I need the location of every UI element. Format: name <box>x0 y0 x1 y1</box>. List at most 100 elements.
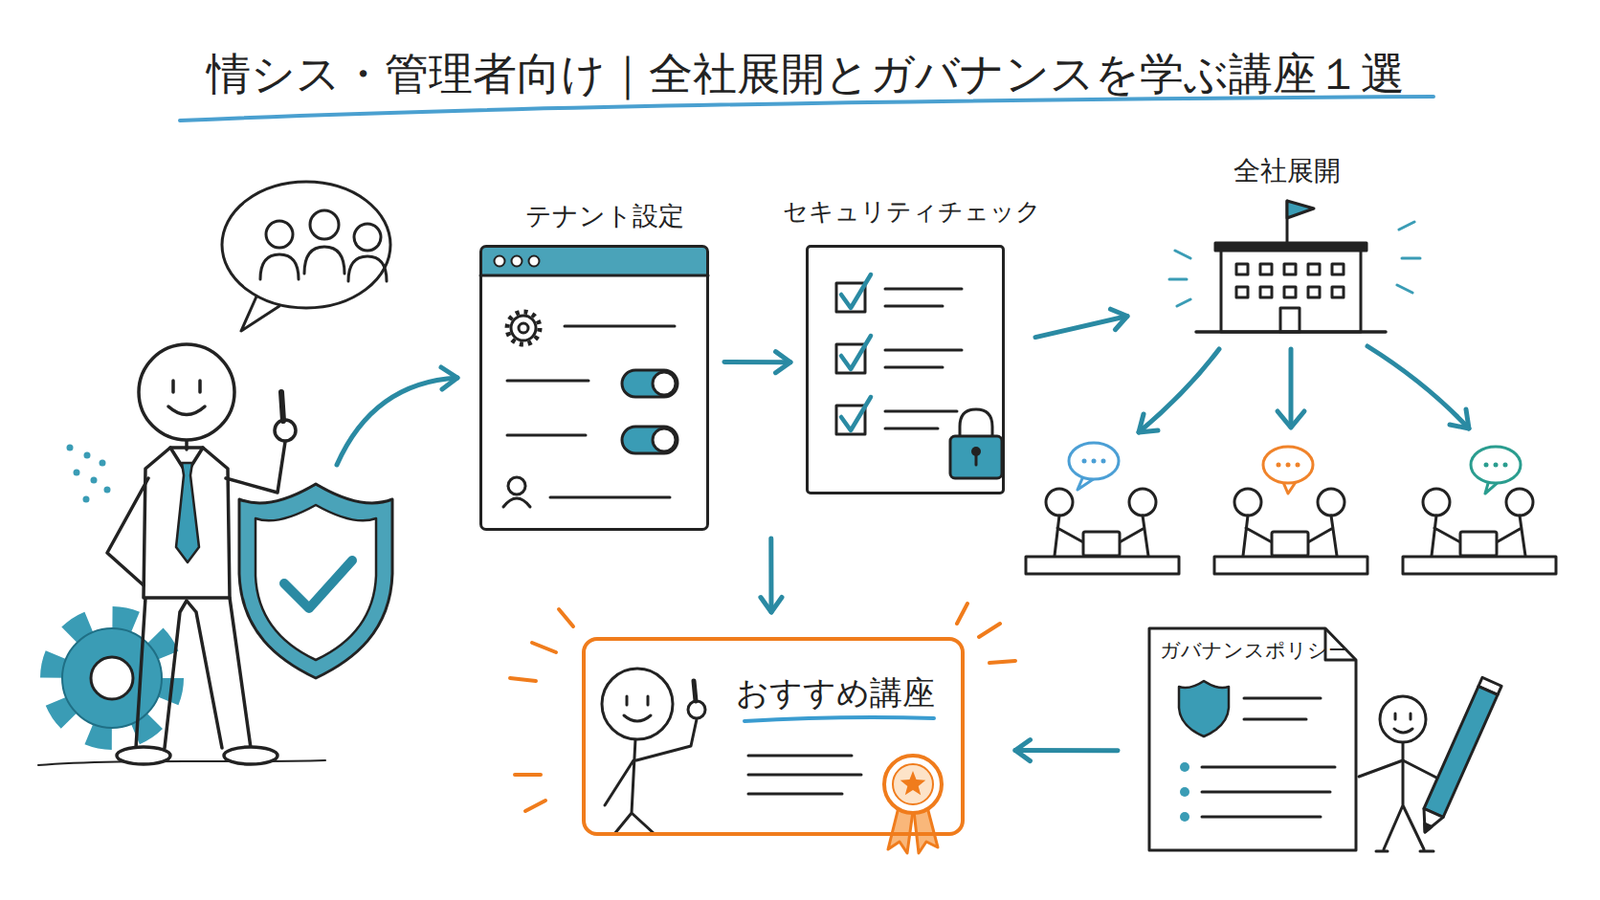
award-medal <box>900 771 927 796</box>
team-speech-bubble <box>348 256 387 282</box>
decor-dots <box>84 452 91 460</box>
admin-figure <box>173 380 200 393</box>
gear-icon <box>52 619 172 738</box>
company-building <box>1332 287 1344 298</box>
node-label: おすすめ講座 <box>720 673 951 713</box>
pencil-icon <box>1415 677 1502 837</box>
chat-bubble <box>1068 443 1119 480</box>
meeting-group <box>1025 488 1179 575</box>
admin-figure <box>223 747 278 765</box>
node-label: 全社展開 <box>1172 155 1402 188</box>
highlight-rays <box>510 609 574 682</box>
chat-bubble <box>1276 463 1282 468</box>
company-building <box>1236 287 1248 298</box>
checklist-detail <box>975 453 978 466</box>
team-speech-bubble <box>354 223 381 251</box>
flow-connector <box>724 352 791 374</box>
chat-bubble <box>1493 463 1499 468</box>
chat-bubble <box>1068 443 1521 494</box>
admin-figure <box>135 598 251 749</box>
decor-dots <box>99 460 107 467</box>
diagram-title: 情シス・管理者向け｜全社展開とガバナンスを学ぶ講座１選 <box>183 47 1428 101</box>
writer-figure <box>1358 760 1441 780</box>
branch-arrows <box>1367 346 1469 429</box>
chat-bubble <box>1503 463 1509 468</box>
flow-arrow-decor <box>336 377 458 466</box>
security-shield <box>284 560 353 609</box>
branch-arrows <box>1138 414 1158 433</box>
writer-figure <box>1358 677 1502 852</box>
chat-bubble <box>1286 463 1291 468</box>
admin-figure <box>107 478 149 586</box>
course-card-detail <box>601 668 673 740</box>
node-label: テナント設定 <box>461 200 749 232</box>
document-outline <box>1149 628 1356 851</box>
company-building <box>1280 308 1300 333</box>
meeting-group <box>1214 488 1368 575</box>
settings-window-detail <box>652 372 676 396</box>
title-underline <box>179 96 1434 121</box>
arrow-head <box>1015 740 1030 762</box>
flow-connector <box>760 538 782 613</box>
policy-document: ガバナンスポリシー <box>1148 627 1357 852</box>
arrow-head <box>1110 309 1128 331</box>
admin-figure <box>143 447 230 599</box>
team-speech-bubble <box>241 296 280 332</box>
team-speech-bubble <box>222 181 391 332</box>
admin-figure <box>176 463 200 563</box>
checklist-sheet: セキュリティチェック <box>805 244 1005 495</box>
checklist-detail <box>885 288 962 429</box>
decor-dots <box>90 477 98 485</box>
decor-dots <box>104 487 112 494</box>
admin-figure <box>225 442 286 493</box>
award-medal <box>884 755 942 854</box>
policy-document-detail <box>1179 787 1190 798</box>
course-card-detail <box>693 681 696 702</box>
flow-arrow-decor <box>336 367 458 466</box>
chat-bubble <box>1484 463 1489 468</box>
course-card-detail <box>748 755 862 795</box>
highlight-rays <box>956 603 1016 664</box>
branch-arrows <box>1138 346 1469 433</box>
settings-window-detail <box>622 426 678 454</box>
arrow-line <box>768 538 774 613</box>
course-card-detail <box>744 717 934 722</box>
company-building: 全社展開 <box>1172 191 1402 335</box>
settings-window-detail <box>518 323 529 334</box>
flow-arrow-decor <box>441 367 458 390</box>
arrow-line <box>724 359 791 365</box>
admin-figure <box>116 747 171 765</box>
chat-bubble <box>1295 463 1301 468</box>
settings-window-detail <box>511 256 523 267</box>
settings-window-detail <box>529 256 540 267</box>
course-card-detail <box>623 715 651 722</box>
settings-window-detail <box>494 256 506 267</box>
team-speech-bubble <box>304 246 345 274</box>
company-building <box>1260 264 1272 275</box>
admin-figure <box>138 344 235 441</box>
checklist-detail <box>950 436 1002 479</box>
company-building <box>1287 200 1314 219</box>
company-building <box>1284 287 1296 298</box>
settings-window-detail <box>480 274 709 278</box>
settings-window-detail <box>481 246 708 276</box>
policy-document-detail <box>1179 812 1190 823</box>
security-shield <box>255 505 377 661</box>
node-label: セキュリティチェック <box>768 197 1056 227</box>
policy-document-detail <box>1178 681 1335 823</box>
writer-figure <box>1379 696 1426 743</box>
settings-window-detail <box>550 496 670 500</box>
arrow-line <box>1015 748 1118 754</box>
pencil-icon <box>1423 687 1498 819</box>
admin-figure <box>168 406 205 416</box>
branch-arrows <box>1288 349 1294 427</box>
course-card-detail <box>626 696 648 706</box>
award-medal <box>884 755 942 814</box>
highlight-rays <box>514 775 546 812</box>
gear-icon <box>90 657 134 700</box>
settings-window: テナント設定 <box>479 244 710 532</box>
settings-window-detail <box>507 380 589 436</box>
